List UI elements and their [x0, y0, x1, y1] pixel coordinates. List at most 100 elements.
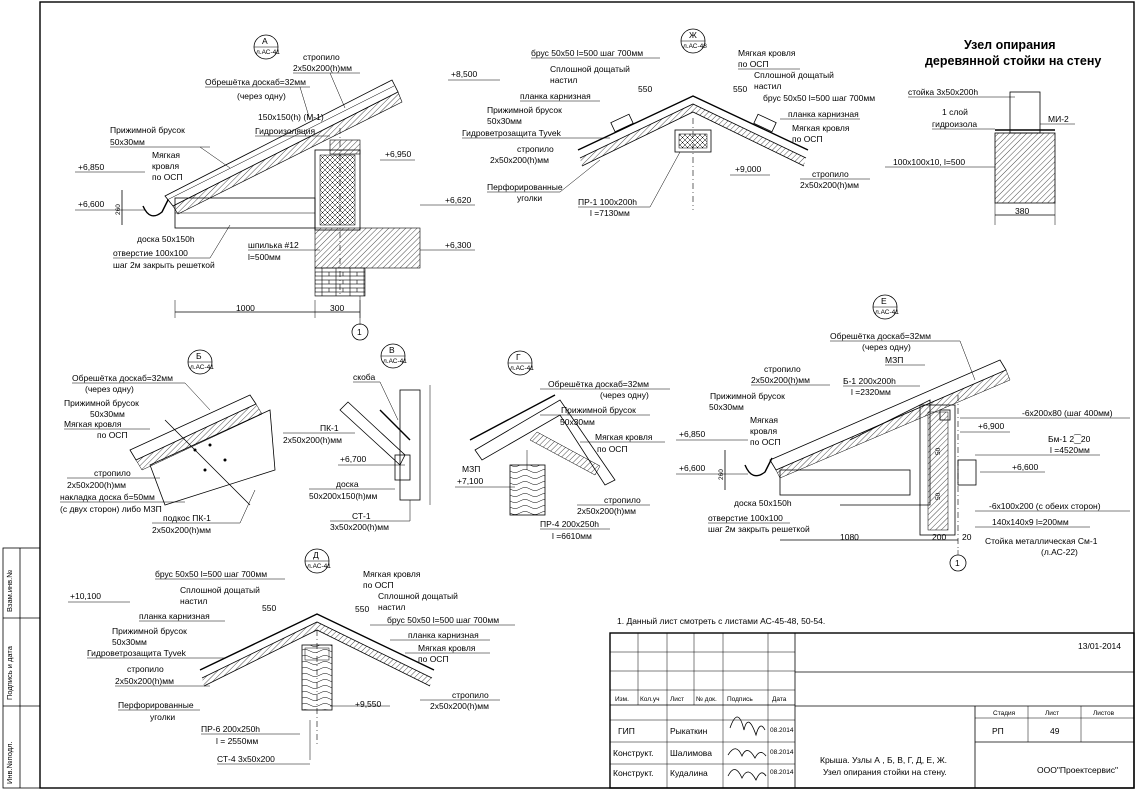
drawing-label: (через одну) [600, 390, 649, 400]
detail-d: Д л.АС-41 550 550 +10,100 +9,550 брус 50… [68, 548, 515, 765]
drawing-label: Сплошной дощатый [754, 70, 834, 80]
drawing-label: по ОСП [750, 437, 781, 447]
drawing-label: доска 50х150h [137, 234, 195, 244]
drawing-label: шпилька #12 [248, 240, 299, 250]
detail-e: Е л.АС-41 1 1080 200 20 50 50 260 +6,850… [676, 294, 1130, 572]
drawing-label: 380 [1015, 206, 1029, 216]
drawing-label: Перфорированные [487, 182, 563, 192]
drawing-label: уголки [150, 712, 175, 722]
drawing-label: Мягкая кровля [738, 48, 796, 58]
drawing-label: +6,850 [679, 429, 706, 439]
drawing-label: 2х50х200(h)мм [577, 506, 636, 516]
drawing-label: 2х50х200(h)мм [751, 375, 810, 385]
drawing-label: по ОСП [363, 580, 394, 590]
drawing-label: Обрешётка доскаб=32мм [205, 77, 306, 87]
drawing-label: Мягкая [152, 150, 180, 160]
signature-2 [727, 769, 767, 781]
drawing-label: стропило [604, 495, 641, 505]
drawing-label: по ОСП [738, 59, 769, 69]
drawing-label: Прижимной брусок [561, 405, 636, 415]
drawing-label: +10,100 [70, 591, 101, 601]
drawing-label: ПР-6 200х250h [201, 724, 260, 734]
drawing-label: l=500мм [248, 252, 281, 262]
drawing-label: скоба [353, 372, 375, 382]
drawing-label: +7,100 [457, 476, 484, 486]
tb-sheet-header: Лист [1045, 710, 1059, 717]
drawing-label: накладка доска б=50мм [60, 492, 155, 502]
side-stamp: Взам.инв.№ Подпись и дата Инв.№подл. [2, 547, 41, 789]
drawing-label: 260 [718, 469, 725, 480]
tb-date-1: 08.2014 [770, 749, 794, 756]
drawing-label: подкос ПК-1 [163, 513, 211, 523]
sheet-note: 1. Данный лист смотреть с листами АС-45-… [617, 616, 825, 626]
drawing-label: СТ-1 [352, 511, 371, 521]
drawing-label: по ОСП [97, 430, 128, 440]
title-block: Изм. Кол.уч Лист № док. Подпись Дата ГИП… [609, 632, 1135, 789]
detail-v: В л.АС-41 скоба ПК-1 2х50х200(h)мм +6,70… [283, 343, 431, 532]
drawing-label: брус 50х50 l=500 шаг 700мм [155, 569, 267, 579]
node-title-2: деревянной стойки на стену [925, 54, 1101, 68]
drawing-label: по ОСП [597, 444, 628, 454]
drawing-label: отверстие 100х100 [113, 248, 188, 258]
drawing-label: (через одну) [85, 384, 134, 394]
drawing-label: +9,000 [735, 164, 762, 174]
drawing-label: 50х30мм [112, 637, 147, 647]
drawing-label: Прижимной брусок [110, 125, 185, 135]
drawing-label: 50 [935, 492, 942, 500]
tb-role-1: Конструкт. [613, 748, 654, 758]
drawing-label: Прижимной брусок [487, 105, 562, 115]
drawing-label: 50х30мм [487, 116, 522, 126]
drawing-label: +6,300 [445, 240, 472, 250]
drawing-label: Сплошной дощатый [378, 591, 458, 601]
drawing-label: Мягкая кровля [363, 569, 421, 579]
drawing-label: настил [378, 602, 405, 612]
drawing-label: +6,950 [385, 149, 412, 159]
detail-a-ref: л.АС-41 [256, 49, 280, 56]
drawing-label: МЗП [462, 464, 480, 474]
tb-sheets-header: Листов [1093, 710, 1115, 717]
drawing-label: Перфорированные [118, 700, 194, 710]
drawing-label: СТ-4 3х50х200 [217, 754, 275, 764]
detail-g: Г л.АС-41 Обрешётка доскаб=32мм (через о… [455, 350, 670, 541]
tb-header-izm: Изм. [615, 696, 629, 703]
detail-a-axis: 1 [357, 327, 362, 337]
drawing-label: уголки [517, 193, 542, 203]
drawing-label: +8,500 [451, 69, 478, 79]
drawing-label: (через одну) [862, 342, 911, 352]
tb-name-0: Рыкаткин [670, 726, 708, 736]
drawing-label: л.АС-41 [875, 309, 899, 316]
drawing-label: 2х50х200(h)мм [293, 63, 352, 73]
drawing-label: 3х50х200(h)мм [330, 522, 389, 532]
tb-company: ООО"Проектсервис" [1037, 765, 1118, 775]
drawing-label: шаг 2м закрыть решеткой [708, 524, 810, 534]
drawing-label: +6,850 [78, 162, 105, 172]
drawing-label: 20 [962, 532, 972, 542]
drawing-label: 2х50х200(h)мм [800, 180, 859, 190]
drawing-label: 100х100х10, l=500 [893, 157, 965, 167]
drawing-label: +6,600 [1012, 462, 1039, 472]
drawing-label: +6,900 [978, 421, 1005, 431]
drawing-label: л.АС-41 [307, 563, 331, 570]
drawing-label: стропило [452, 690, 489, 700]
drawing-label: Е [881, 296, 887, 306]
drawing-label: планка карнизная [788, 109, 859, 119]
drawing-label: 140х140х9 l=200мм [992, 517, 1069, 527]
drawing-label: МЗП [885, 355, 903, 365]
drawing-label: В [389, 345, 395, 355]
drawing-label: гидроизола [932, 119, 977, 129]
drawing-label: стропило [303, 52, 340, 62]
drawing-label: 1080 [840, 532, 859, 542]
tb-header-date: Дата [772, 696, 787, 703]
tb-stage: РП [992, 726, 1004, 736]
drawing-label: 2х50х200(h)мм [430, 701, 489, 711]
drawing-label: 300 [330, 303, 344, 313]
drawing-label: l =2320мм [851, 387, 891, 397]
drawing-label: l = 2550мм [216, 736, 258, 746]
drawing-label: стропило [812, 169, 849, 179]
drawing-label: стропило [94, 468, 131, 478]
drawing-label: Мягкая кровля [418, 643, 476, 653]
tb-name-2: Кудалина [670, 768, 708, 778]
drawing-label: l =7130мм [590, 208, 630, 218]
drawing-label: л.АС-41 [510, 365, 534, 372]
drawing-label: 2х50х200(h)мм [115, 676, 174, 686]
